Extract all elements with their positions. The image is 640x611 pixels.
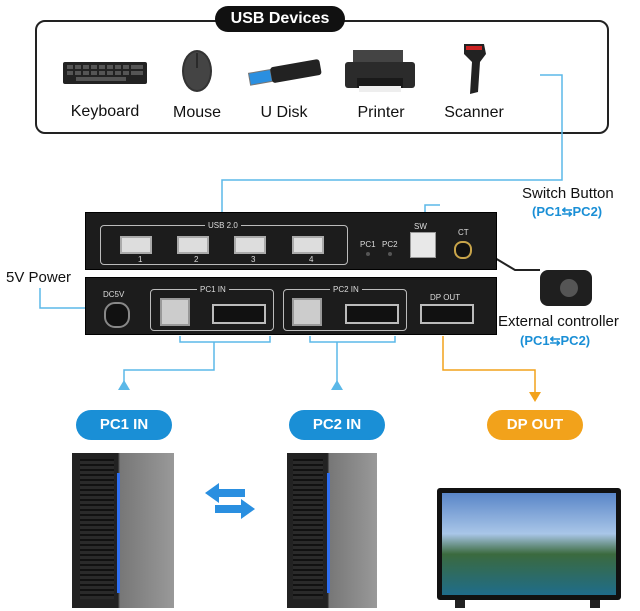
switch-button-sub: (PC1⇆PC2) bbox=[532, 204, 603, 219]
usb-port-1 bbox=[120, 236, 152, 254]
pc2-in-label: PC2 IN bbox=[330, 285, 362, 294]
led-pc2 bbox=[388, 252, 392, 256]
usb-port-4 bbox=[292, 236, 324, 254]
udisk-label: U Disk bbox=[260, 104, 308, 121]
switch-arrows-icon bbox=[205, 483, 255, 519]
switch-button[interactable] bbox=[410, 232, 436, 258]
dc-power-jack bbox=[104, 302, 130, 328]
usb-disk-icon bbox=[247, 59, 322, 86]
pc2-in-pill: PC2 IN bbox=[289, 410, 385, 440]
dp-out-pill: DP OUT bbox=[487, 410, 583, 440]
port-4-label: 4 bbox=[309, 255, 314, 264]
pc1-dp-port bbox=[212, 304, 266, 324]
usb-port-3 bbox=[234, 236, 266, 254]
scanner-label: Scanner bbox=[444, 104, 504, 121]
scanner-icon bbox=[464, 44, 486, 94]
power-label: 5V Power bbox=[6, 269, 72, 286]
usb-devices-title: USB Devices bbox=[215, 6, 345, 32]
mouse-label: Mouse bbox=[172, 104, 222, 121]
external-controller-sub: (PC1⇆PC2) bbox=[520, 333, 591, 348]
pc2-usb-b-port bbox=[292, 298, 322, 326]
led-pc1 bbox=[366, 252, 370, 256]
pc1-tower bbox=[72, 453, 174, 608]
keyboard-label: Keyboard bbox=[70, 103, 140, 120]
mouse-icon bbox=[182, 50, 212, 92]
dp-out-label: DP OUT bbox=[430, 293, 461, 302]
printer-label: Printer bbox=[357, 104, 405, 121]
usb-2-label: USB 2.0 bbox=[205, 221, 241, 230]
ct-jack bbox=[454, 241, 472, 259]
led-pc2-label: PC2 bbox=[382, 240, 398, 249]
port-3-label: 3 bbox=[251, 255, 256, 264]
printer-icon bbox=[345, 50, 415, 92]
external-controller bbox=[540, 270, 592, 306]
led-pc1-label: PC1 bbox=[360, 240, 376, 249]
pc2-dp-port bbox=[345, 304, 399, 324]
pc2-tower bbox=[287, 453, 377, 608]
keyboard-icon bbox=[63, 62, 147, 84]
pc1-in-pill: PC1 IN bbox=[76, 410, 172, 440]
usb-port-2 bbox=[177, 236, 209, 254]
pc1-usb-b-port bbox=[160, 298, 190, 326]
port-2-label: 2 bbox=[194, 255, 199, 264]
port-1-label: 1 bbox=[138, 255, 143, 264]
sw-label: SW bbox=[414, 222, 427, 231]
monitor-leg-left bbox=[455, 600, 465, 608]
ct-label: CT bbox=[458, 228, 469, 237]
switch-button-label: Switch Button bbox=[522, 185, 614, 202]
monitor-screen bbox=[442, 493, 616, 595]
dp-out-port bbox=[420, 304, 474, 324]
monitor bbox=[437, 488, 621, 600]
external-controller-label: External controller bbox=[498, 313, 619, 330]
pc1-in-label: PC1 IN bbox=[197, 285, 229, 294]
dc5v-label: DC5V bbox=[103, 290, 125, 299]
monitor-leg-right bbox=[590, 600, 600, 608]
